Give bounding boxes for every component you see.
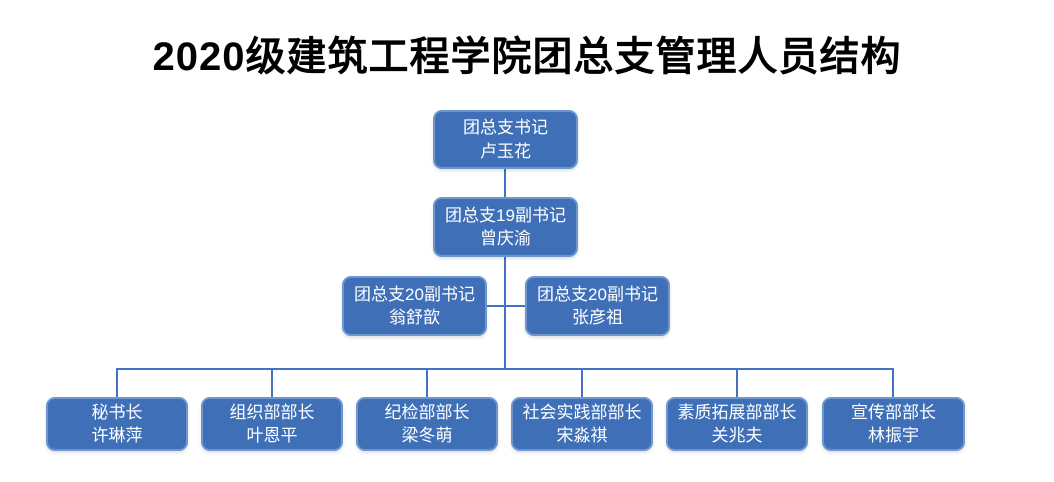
org-node-role: 团总支19副书记 — [445, 205, 566, 225]
connector-drop-discipline — [426, 368, 428, 397]
connector-drop-secretary-general — [116, 368, 118, 397]
org-node-name: 林振宇 — [868, 426, 919, 445]
connector-deputies20-cross — [487, 305, 525, 307]
org-node-role: 素质拓展部部长 — [677, 402, 797, 422]
org-node-secretary-general: 秘书长 许琳萍 — [46, 397, 188, 451]
org-node-deputy-secretary-19: 团总支19副书记 曾庆渝 — [433, 197, 578, 257]
org-node-role: 社会实践部部长 — [522, 402, 642, 422]
org-node-name: 许琳萍 — [91, 426, 143, 445]
org-node-role: 团总支20副书记 — [354, 284, 475, 304]
org-node-name: 关兆夫 — [711, 426, 763, 445]
org-node-role: 宣传部部长 — [851, 402, 936, 422]
org-node-name: 曾庆渝 — [480, 229, 531, 248]
org-node-role: 纪检部部长 — [384, 402, 470, 422]
connector-main-vertical — [504, 257, 506, 370]
org-node-name: 张彦祖 — [572, 308, 623, 327]
org-node-role: 团总支20副书记 — [537, 284, 658, 304]
org-node-social-practice-dept: 社会实践部部长 宋淼祺 — [511, 397, 653, 451]
org-node-discipline-dept: 纪检部部长 梁冬萌 — [356, 397, 498, 451]
org-node-name: 翁舒歆 — [389, 308, 440, 327]
org-node-quality-development-dept: 素质拓展部部长 关兆夫 — [666, 397, 808, 451]
connector-root-to-deputy19 — [504, 169, 506, 197]
connector-drop-quality-dev — [736, 368, 738, 397]
org-node-name: 梁冬萌 — [401, 426, 453, 445]
org-node-role: 秘书长 — [91, 402, 143, 422]
connector-drop-social-practice — [581, 368, 583, 397]
org-node-deputy-secretary-20-left: 团总支20副书记 翁舒歆 — [342, 276, 487, 336]
connector-drop-organization — [271, 368, 273, 397]
org-node-organization-dept: 组织部部长 叶恩平 — [201, 397, 343, 451]
connector-departments-bus — [116, 368, 894, 370]
slide-title: 2020级建筑工程学院团总支管理人员结构 — [152, 35, 902, 79]
org-node-name: 卢玉花 — [480, 141, 531, 161]
org-node-secretary: 团总支书记 卢玉花 — [433, 110, 578, 169]
connector-drop-publicity — [892, 368, 894, 397]
org-node-role: 组织部部长 — [229, 402, 315, 422]
org-node-name: 宋淼祺 — [556, 426, 608, 445]
org-node-deputy-secretary-20-right: 团总支20副书记 张彦祖 — [525, 276, 670, 336]
org-node-role: 团总支书记 — [463, 118, 548, 138]
org-node-publicity-dept: 宣传部部长 林振宇 — [822, 397, 965, 451]
org-node-name: 叶恩平 — [246, 426, 298, 445]
